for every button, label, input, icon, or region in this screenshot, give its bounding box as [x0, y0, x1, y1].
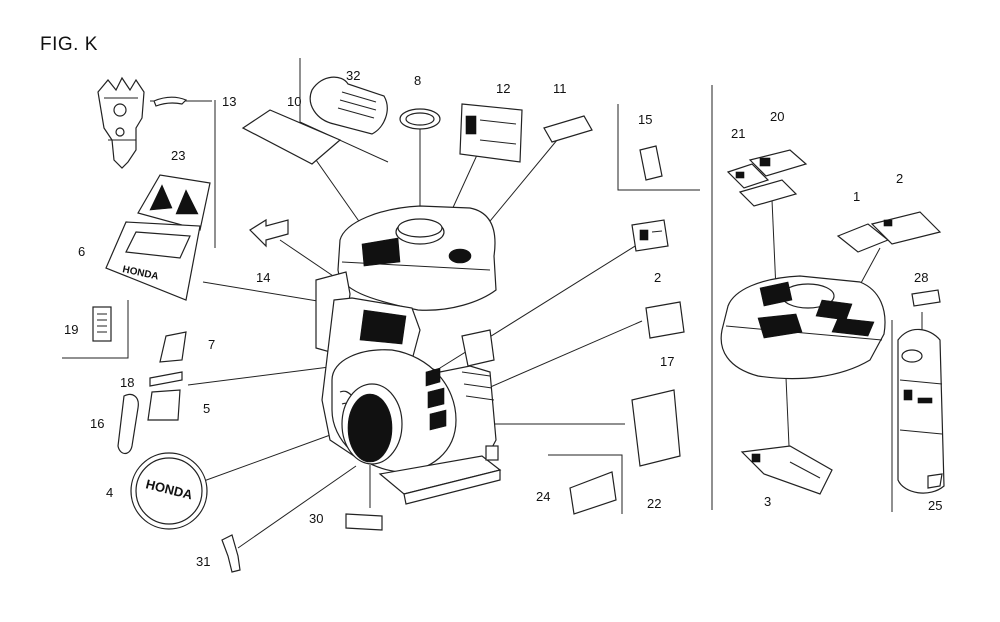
callout-18: 18	[120, 375, 134, 390]
figure-title: FIG. K	[40, 34, 98, 55]
callout-11: 11	[553, 81, 567, 96]
callout-8: 8	[414, 73, 421, 88]
callout-4: 4	[106, 485, 113, 500]
recoil-labels: HONDA	[117, 331, 241, 573]
callout-numbers: 32 8 12 11 10 13 15 21 20 23 6 14 2 19 7…	[64, 68, 942, 569]
callout-10: 10	[287, 94, 301, 109]
callout-16: 16	[90, 416, 104, 431]
engine-body	[315, 205, 502, 505]
brand-emblem: HONDA	[130, 452, 208, 530]
callout-2: 2	[654, 270, 661, 285]
callout-23: 23	[171, 148, 185, 163]
alt-tank-labels	[726, 149, 942, 307]
callout-19: 19	[64, 322, 78, 337]
alt-fuel-tank	[720, 275, 886, 380]
callout-28: 28	[914, 270, 928, 285]
callout-7: 7	[208, 337, 215, 352]
callout-1: 1	[853, 189, 860, 204]
callout-32: 32	[346, 68, 360, 83]
decal-15	[639, 145, 663, 181]
callout-22: 22	[647, 496, 661, 511]
callout-2b: 2	[896, 171, 903, 186]
callout-14: 14	[256, 270, 270, 285]
callout-5: 5	[203, 401, 210, 416]
fuel-tank-label-3	[740, 445, 833, 495]
fan-cover-label: HONDA	[105, 221, 201, 301]
callout-6: 6	[78, 244, 85, 259]
divider-lines	[62, 58, 893, 514]
callout-20: 20	[770, 109, 784, 124]
callout-24: 24	[536, 489, 550, 504]
callout-12: 12	[496, 81, 510, 96]
callout-17: 17	[660, 354, 674, 369]
callout-30: 30	[309, 511, 323, 526]
side-panel-labels	[345, 219, 685, 531]
callout-13: 13	[222, 94, 236, 109]
callout-31: 31	[196, 554, 210, 569]
direction-arrow-label	[249, 218, 289, 248]
callout-25: 25	[928, 498, 942, 513]
small-info-label	[92, 306, 112, 342]
carburetor-part	[97, 76, 188, 169]
callout-15: 15	[638, 112, 652, 127]
muffler-labels	[241, 76, 593, 165]
callout-3: 3	[764, 494, 771, 509]
alt-engine-side	[897, 328, 945, 494]
callout-21: 21	[731, 126, 745, 141]
warning-label	[137, 174, 211, 231]
